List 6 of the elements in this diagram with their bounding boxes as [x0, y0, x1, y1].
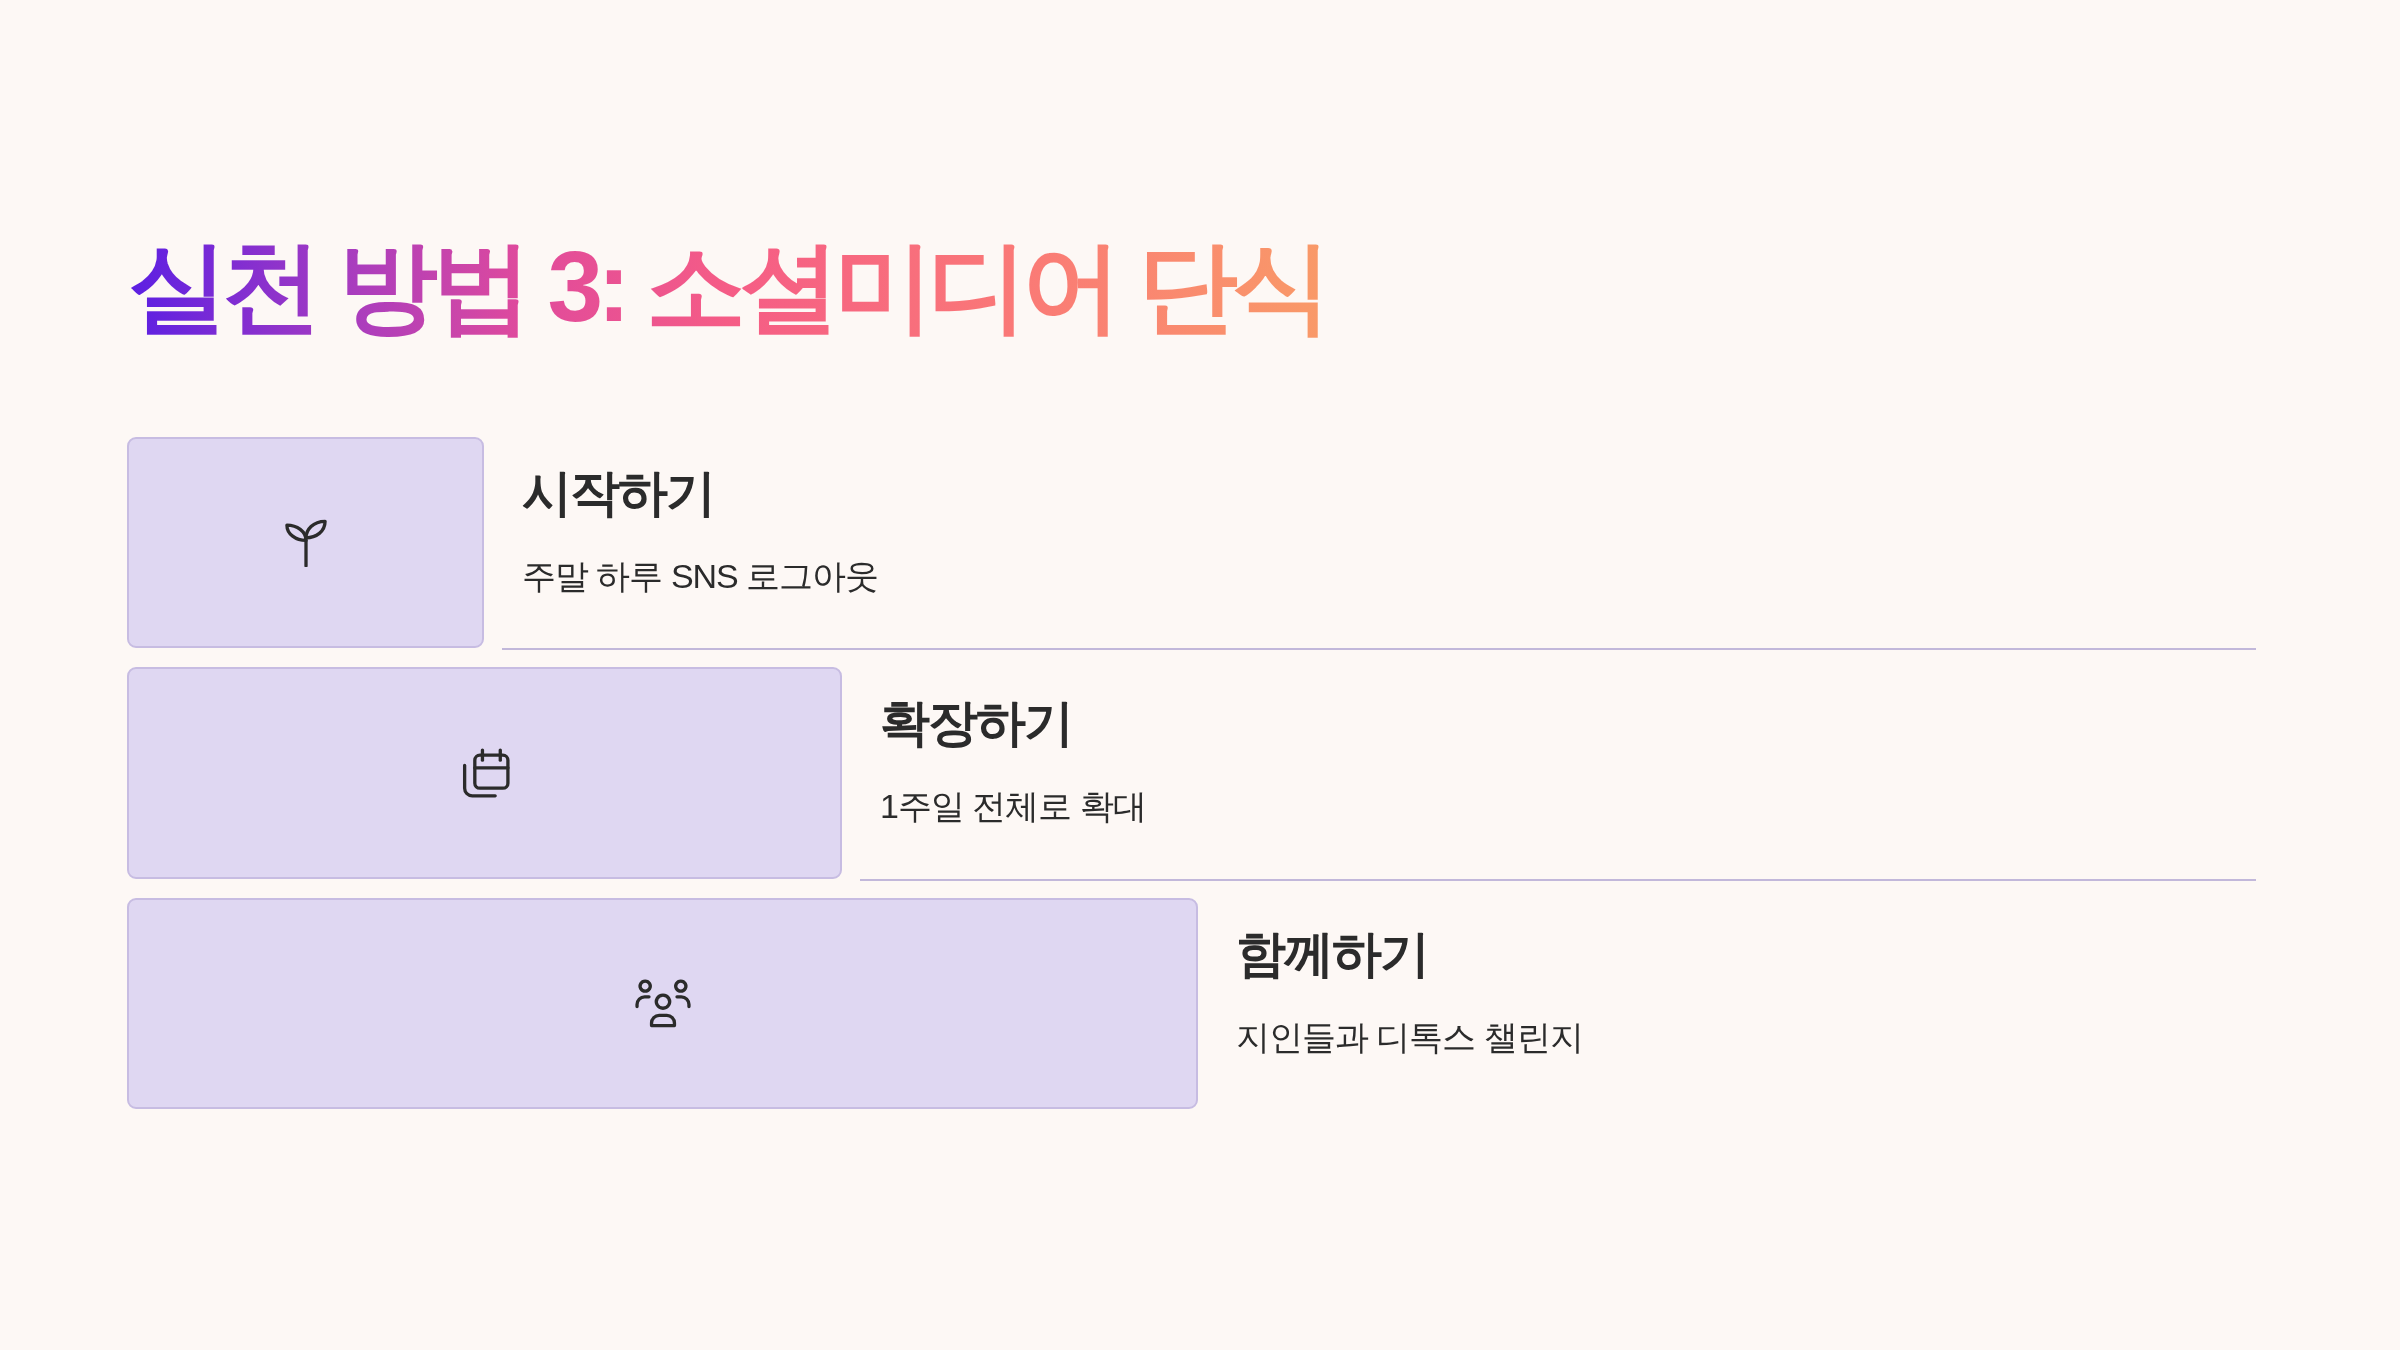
step-heading: 함께하기 — [1236, 925, 1428, 984]
step-heading: 확장하기 — [880, 694, 1072, 753]
step-heading: 시작하기 — [522, 464, 714, 523]
step-description: 주말 하루 SNS 로그아웃 — [522, 556, 879, 597]
step-description: 1주일 전체로 확대 — [880, 786, 1146, 827]
step-description: 지인들과 디톡스 챌린지 — [1236, 1017, 1583, 1058]
